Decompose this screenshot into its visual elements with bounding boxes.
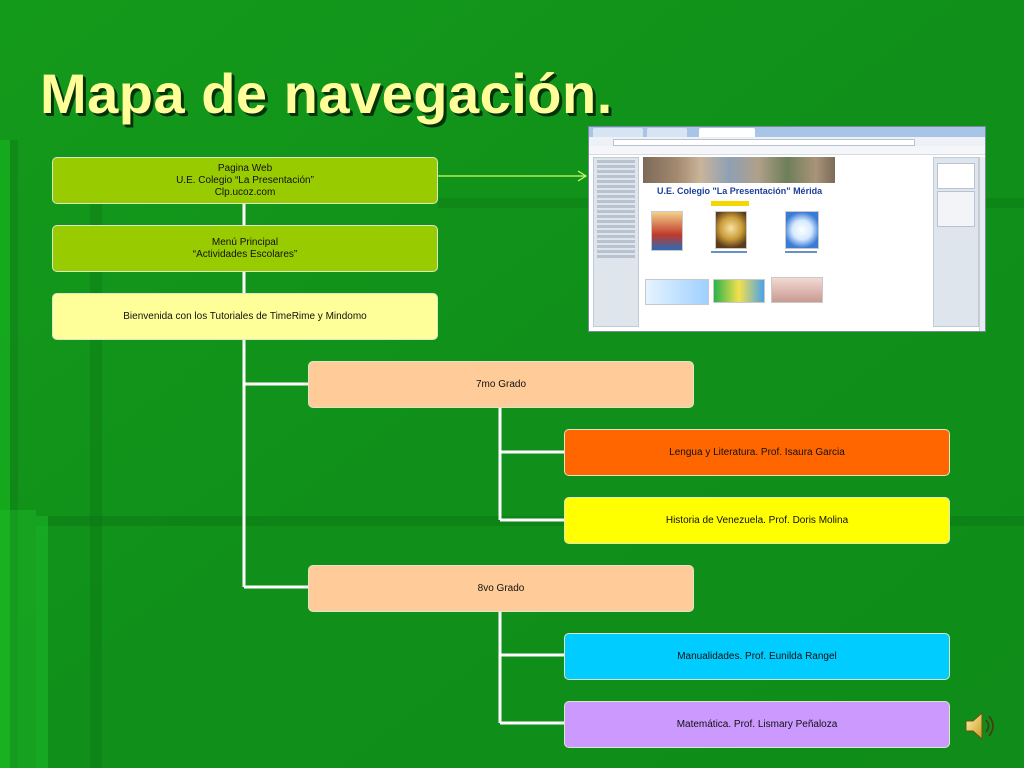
node-menu-line-1: Menú Principal: [211, 236, 279, 248]
site-calendar: [937, 163, 975, 189]
node-root-line-2: U.E. Colegio “La Presentación”: [176, 174, 314, 186]
node-root-website: Pagina Web U.E. Colegio “La Presentación…: [52, 157, 438, 204]
node-menu-line-2: “Actividades Escolares”: [192, 248, 298, 260]
website-screenshot: U.E. Colegio "La Presentación" Mérida: [588, 126, 986, 332]
site-heading: U.E. Colegio "La Presentación" Mérida: [657, 186, 823, 196]
site-right-box: [937, 191, 975, 227]
node-grade-8: 8vo Grado: [308, 565, 694, 612]
node-root-line-3: Clp.ucoz.com: [214, 186, 276, 198]
node-lengua: Lengua y Literatura. Prof. Isaura Garcia: [564, 429, 950, 476]
site-thumb-1: [651, 211, 683, 251]
node-grade-8-label: 8vo Grado: [477, 582, 525, 594]
site-thumb-4: [645, 279, 709, 305]
slide-title: Mapa de navegación.: [40, 62, 613, 125]
node-welcome-label: Bienvenida con los Tutoriales de TimeRim…: [123, 310, 367, 322]
node-root-line-1: Pagina Web: [217, 162, 273, 174]
browser-tab-strip: [589, 127, 985, 137]
node-main-menu: Menú Principal “Actividades Escolares”: [52, 225, 438, 272]
node-matematica: Matemática. Prof. Lismary Peñaloza: [564, 701, 950, 748]
site-thumb-5: [713, 279, 765, 303]
node-grade-7-label: 7mo Grado: [475, 378, 527, 390]
site-thumb-2: [715, 211, 747, 249]
node-manualidades-label: Manualidades. Prof. Eunilda Rangel: [677, 650, 837, 662]
browser-toolbar: [589, 146, 985, 155]
node-historia-label: Historia de Venezuela. Prof. Doris Molin…: [665, 514, 849, 526]
node-manualidades: Manualidades. Prof. Eunilda Rangel: [564, 633, 950, 680]
browser-scrollbar: [979, 157, 985, 331]
site-tag: [711, 201, 749, 206]
node-welcome: Bienvenida con los Tutoriales de TimeRim…: [52, 293, 438, 340]
site-sidebar: [593, 157, 639, 327]
speaker-icon[interactable]: [962, 708, 998, 744]
node-lengua-label: Lengua y Literatura. Prof. Isaura Garcia: [669, 446, 845, 458]
site-thumb-6: [771, 277, 823, 303]
node-matematica-label: Matemática. Prof. Lismary Peñaloza: [676, 718, 838, 730]
node-grade-7: 7mo Grado: [308, 361, 694, 408]
node-historia: Historia de Venezuela. Prof. Doris Molin…: [564, 497, 950, 544]
site-thumb-3: [785, 211, 819, 249]
site-banner-image: [643, 157, 835, 183]
